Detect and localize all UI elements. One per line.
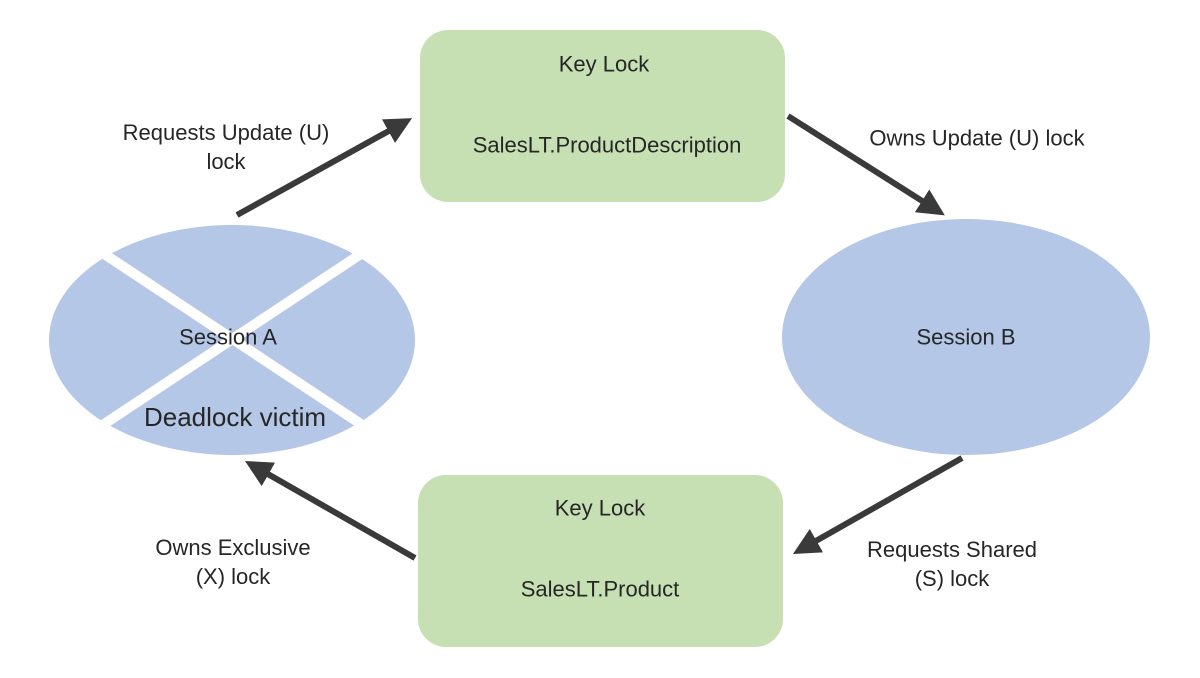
- edge-label-line: lock: [206, 149, 246, 174]
- edge-label-line: Owns Update (U) lock: [869, 125, 1085, 151]
- deadlock-victim-label: Deadlock victim: [143, 402, 327, 432]
- arrow-bottom-lock-to-session-a: [244, 460, 417, 561]
- session-b-label: Session B: [916, 324, 1016, 350]
- lock-node-bottom: [418, 475, 783, 647]
- edge-label-line: Requests Shared: [867, 537, 1037, 562]
- lock-bottom-title: Key Lock: [554, 495, 646, 521]
- edge-label-owns-update: Owns Update (U) lock: [869, 124, 1084, 153]
- edge-label-line: Owns Exclusive: [155, 535, 311, 560]
- arrow-top-lock-to-session-b: [786, 113, 945, 216]
- deadlock-victim-cross-icon: [77, 233, 388, 445]
- edge-label-line: (X) lock: [195, 564, 271, 589]
- lock-node-top: [420, 30, 785, 202]
- edge-label-requests-shared: Requests Shared (S) lock: [867, 535, 1037, 593]
- lock-top-resource: SalesLT.ProductDescription: [472, 132, 742, 158]
- lock-top-title: Key Lock: [558, 51, 650, 77]
- edge-label-line: Requests Update (U): [122, 120, 330, 145]
- edge-label-requests-update: Requests Update (U) lock: [123, 118, 330, 176]
- edge-label-owns-exclusive: Owns Exclusive (X) lock: [155, 533, 310, 591]
- session-a-label: Session A: [179, 324, 277, 350]
- arrow-session-a-to-top-lock: [235, 118, 413, 218]
- arrow-session-b-to-bottom-lock: [792, 455, 964, 554]
- edge-label-line: (S) lock: [914, 566, 990, 591]
- session-b-ellipse: [782, 219, 1150, 455]
- lock-bottom-resource: SalesLT.Product: [520, 576, 680, 602]
